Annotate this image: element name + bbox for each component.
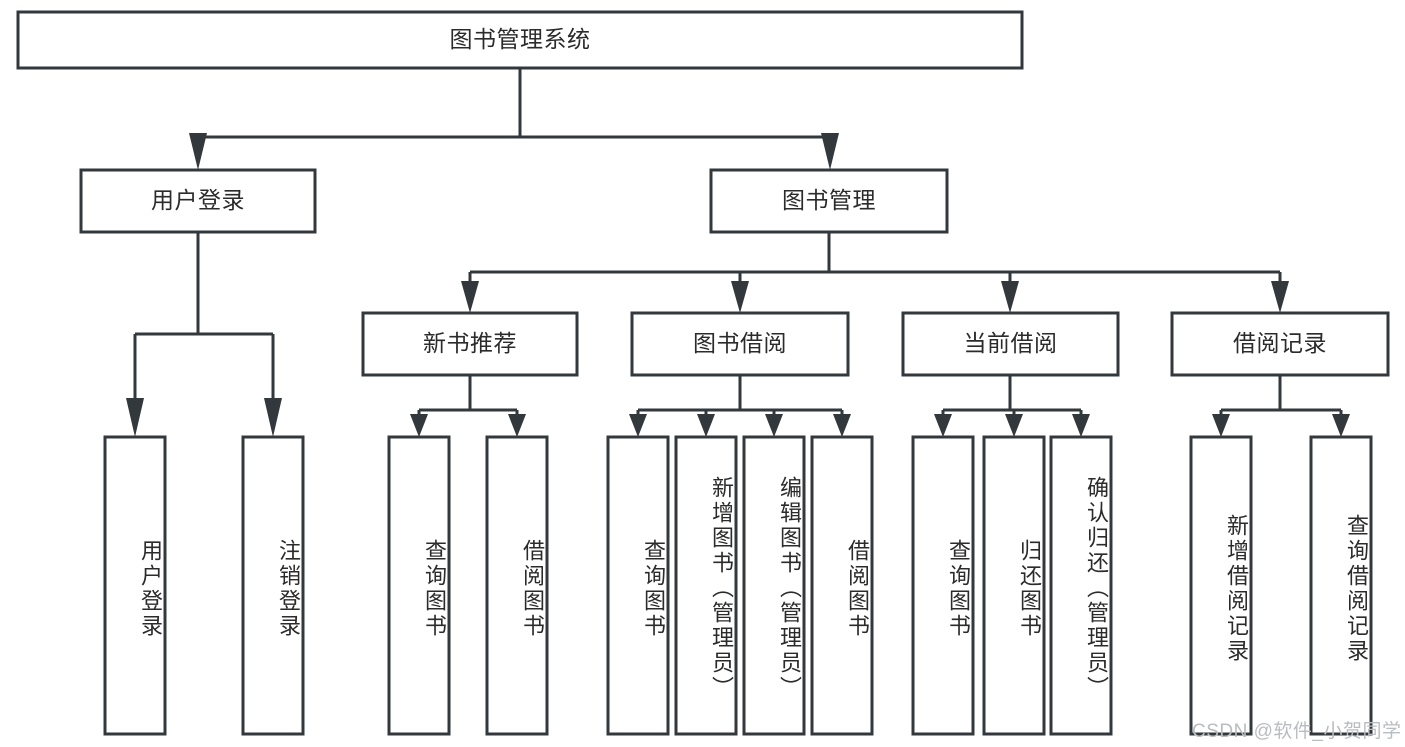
node-box-borrow-record[interactable] <box>1170 311 1390 377</box>
arrow-head-leaf <box>508 414 526 437</box>
node-box-leaf[interactable] <box>1309 435 1373 736</box>
arrow-head-leaf <box>126 398 144 437</box>
node-box-leaf[interactable] <box>485 435 549 736</box>
arrow-head-book-borrow <box>731 281 749 313</box>
node-box-user-login[interactable] <box>79 168 317 234</box>
node-box-leaf[interactable] <box>674 435 738 736</box>
node-box-root[interactable] <box>16 10 1024 70</box>
arrow-head-leaf <box>1005 414 1023 437</box>
arrow-head-leaf <box>1072 414 1090 437</box>
node-box-leaf[interactable] <box>742 435 806 736</box>
node-box-new-book-recommend[interactable] <box>361 311 579 377</box>
arrow-head-leaf <box>629 414 647 437</box>
arrow-head-leaf <box>697 414 715 437</box>
node-box-leaf[interactable] <box>911 435 975 736</box>
arrow-head-borrow-record <box>1271 281 1289 313</box>
node-box-book-borrow[interactable] <box>630 311 850 377</box>
node-box-leaf[interactable] <box>982 435 1046 736</box>
node-box-leaf[interactable] <box>1049 435 1113 736</box>
node-box-leaf[interactable] <box>810 435 874 736</box>
node-box-leaf[interactable] <box>387 435 451 736</box>
arrow-head-leaf <box>833 414 851 437</box>
arrow-head-new-book-recommend <box>461 281 479 313</box>
watermark-text: CSDN @软件_小贺同学 <box>1192 721 1402 742</box>
arrow-head-leaf <box>410 414 428 437</box>
arrow-head-leaf <box>264 398 282 437</box>
node-box-leaf[interactable] <box>103 435 167 736</box>
node-box-leaf[interactable] <box>606 435 670 736</box>
arrow-head-book-management <box>821 133 839 170</box>
arrow-head-current-borrow <box>1001 281 1019 313</box>
arrow-head-leaf <box>765 414 783 437</box>
arrow-head-user-login <box>189 133 207 170</box>
arrow-head-leaf <box>1212 414 1230 437</box>
node-box-current-borrow[interactable] <box>901 311 1120 377</box>
node-box-leaf[interactable] <box>1189 435 1253 736</box>
node-box-leaf[interactable] <box>241 435 305 736</box>
arrow-head-leaf <box>1332 414 1350 437</box>
arrow-head-leaf <box>934 414 952 437</box>
node-box-book-management[interactable] <box>709 168 949 234</box>
